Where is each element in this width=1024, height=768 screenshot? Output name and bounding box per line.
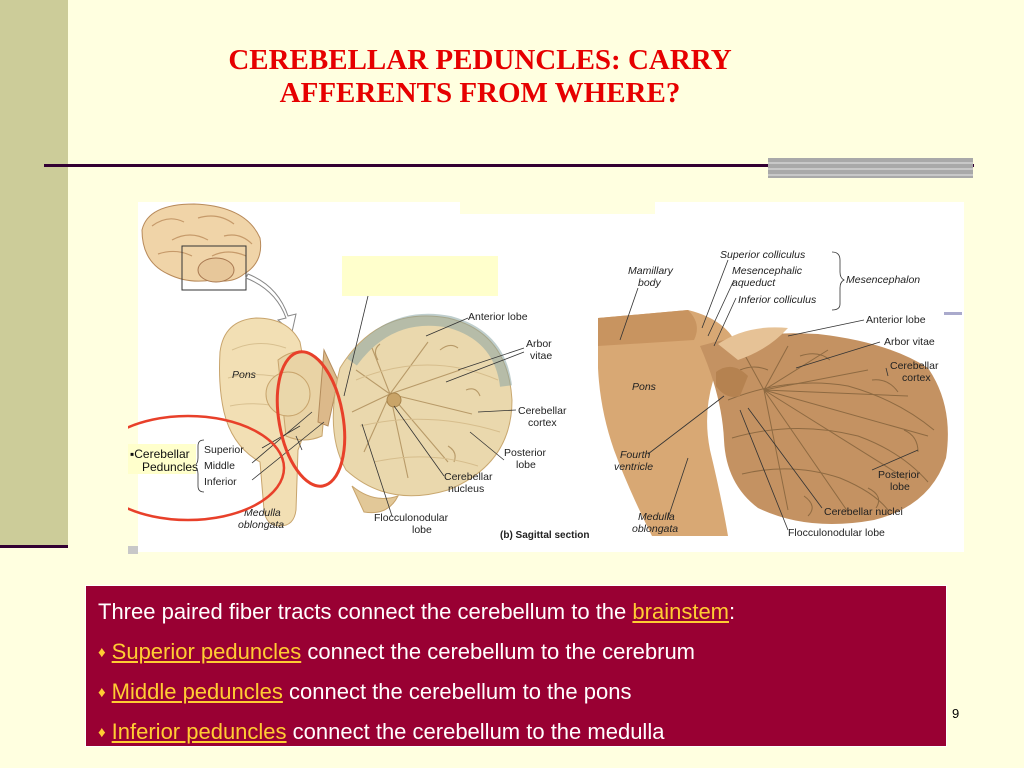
right-label-mesencephalon: Mesencephalon [846, 274, 920, 286]
title-divider [44, 164, 974, 167]
figure-caption-sagittal: (b) Sagittal section [500, 530, 589, 541]
peduncles-label-highlight-ellipse [128, 414, 286, 522]
right-label-anterior-lobe: Anterior lobe [866, 314, 926, 326]
brain-inset-illustration [141, 203, 262, 291]
figure-edge-mark [128, 546, 138, 554]
left-label-posterior-lobe-1: Posterior [504, 447, 547, 459]
right-label-aqueduct-2: aqueduct [732, 277, 776, 289]
figure-edge-tick [944, 312, 962, 315]
diamond-bullet-icon: ♦ [98, 684, 106, 701]
right-label-medulla-2: oblongata [632, 523, 678, 535]
right-label-inferior-colliculus: Inferior colliculus [738, 294, 817, 306]
left-label-pons: Pons [232, 369, 257, 381]
title-line-1: CEREBELLAR PEDUNCLES: CARRY [228, 44, 732, 76]
left-label-medulla-2: oblongata [238, 519, 284, 531]
middle-peduncles-link[interactable]: Middle peduncles [111, 679, 283, 704]
right-label-arbor-vitae: Arbor vitae [884, 336, 935, 348]
left-label-cerebellar-nucleus-1: Cerebellar [444, 471, 493, 483]
right-label-fourth-ventricle-1: Fourth [620, 449, 651, 461]
inferior-peduncles-text: connect the cerebellum to the medulla [286, 719, 665, 744]
left-accent-divider [0, 545, 68, 548]
slide-title: CEREBELLAR PEDUNCLES: CARRY AFFERENTS FR… [140, 44, 820, 110]
left-label-cerebellar-cortex-1: Cerebellar [518, 405, 567, 417]
summary-intro-text: Three paired fiber tracts connect the ce… [98, 599, 633, 624]
list-item-superior: ♦ Superior peduncles connect the cerebell… [98, 632, 934, 672]
right-label-superior-colliculus: Superior colliculus [720, 249, 806, 261]
left-label-flocculonodular-1: Flocculonodular [374, 512, 449, 524]
slide-page-number: 9 [952, 706, 960, 721]
list-item-inferior: ♦ Inferior peduncles connect the cerebell… [98, 712, 934, 752]
diamond-bullet-icon: ♦ [98, 644, 106, 661]
right-label-mamillary-2: body [638, 277, 662, 289]
peduncle-label-inferior: Inferior [204, 476, 237, 488]
left-cerebellum-illustration [219, 313, 513, 527]
right-label-aqueduct-1: Mesencephalic [732, 265, 803, 277]
cerebellum-anatomy-figure: Pons Anterior lobe Arbor vitae Cerebella… [128, 202, 964, 554]
superior-peduncles-text: connect the cerebellum to the cerebrum [301, 639, 695, 664]
right-label-cerebellar-cortex-2: cortex [902, 372, 931, 384]
divider-decoration [768, 158, 973, 178]
diamond-bullet-icon: ♦ [98, 724, 106, 741]
right-label-flocculonodular: Flocculonodular lobe [788, 527, 885, 539]
peduncles-callout-label-1: ▪Cerebellar [130, 447, 190, 461]
brainstem-link[interactable]: brainstem [632, 599, 729, 624]
peduncle-label-superior: Superior [204, 444, 244, 456]
left-label-arbor-vitae-2: vitae [530, 350, 552, 362]
left-label-anterior-lobe: Anterior lobe [468, 311, 528, 323]
left-label-cerebellar-cortex-2: cortex [528, 417, 557, 429]
right-label-mamillary-1: Mamillary [628, 265, 674, 277]
left-accent-band [0, 0, 68, 548]
middle-peduncles-text: connect the cerebellum to the pons [282, 679, 632, 704]
right-label-posterior-lobe-2: lobe [890, 481, 910, 493]
left-label-posterior-lobe-2: lobe [516, 459, 536, 471]
right-label-cerebellar-nuclei: Cerebellar nuclei [824, 506, 903, 518]
peduncles-callout-box [128, 444, 196, 474]
inset-callout-arrow [245, 273, 297, 333]
summary-intro-line: Three paired fiber tracts connect the ce… [98, 592, 934, 632]
peduncle-label-middle: Middle [204, 460, 235, 472]
right-label-cerebellar-cortex-1: Cerebellar [890, 360, 939, 372]
summary-intro-colon: : [729, 599, 736, 624]
peduncles-callout-label-2: Peduncles [142, 460, 198, 474]
inferior-peduncles-link[interactable]: Inferior peduncles [111, 719, 287, 744]
right-label-pons: Pons [632, 381, 657, 393]
summary-textbox: Three paired fiber tracts connect the ce… [85, 585, 947, 747]
title-line-2: AFFERENTS FROM WHERE? [279, 77, 681, 109]
mesencephalon-brace [831, 251, 845, 311]
left-label-arbor-vitae-1: Arbor [526, 338, 552, 350]
left-label-medulla-1: Medulla [244, 507, 281, 519]
superior-peduncles-link[interactable]: Superior peduncles [111, 639, 302, 664]
right-label-medulla-1: Medulla [638, 511, 675, 523]
right-label-posterior-lobe-1: Posterior [878, 469, 921, 481]
right-leader-lines [619, 259, 919, 531]
list-item-middle: ♦ Middle peduncles connect the cerebellum… [98, 672, 934, 712]
right-brain-specimen-photo [598, 310, 948, 536]
left-label-flocculonodular-2: lobe [412, 524, 432, 536]
peduncles-highlight-ellipse [275, 350, 347, 488]
left-label-cerebellar-nucleus-2: nucleus [448, 483, 484, 495]
figure-blank-label-box [342, 256, 498, 296]
right-label-fourth-ventricle-2: ventricle [614, 461, 653, 473]
